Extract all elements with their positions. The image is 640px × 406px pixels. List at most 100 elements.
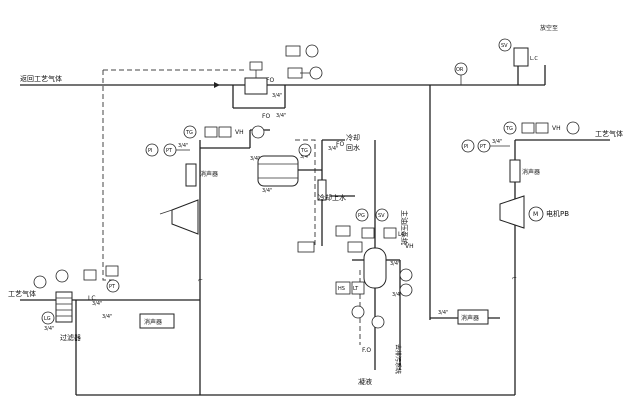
fo-label-mid: FO xyxy=(262,113,270,120)
instrument-bubble-left-inlet-2 xyxy=(55,269,69,283)
pi-label-left: PI xyxy=(148,148,153,154)
vh-label-center: VH xyxy=(405,243,414,250)
cooler-outlet-piece xyxy=(317,179,327,201)
motor-m-label: M xyxy=(533,211,538,218)
sv-instrument-center xyxy=(375,208,389,222)
size-label-bottom-right: 3/4" xyxy=(438,310,448,316)
size-label-left-inlet-3: 3/4" xyxy=(102,314,112,320)
instrument-box-top-1 xyxy=(285,45,301,57)
instrument-box-right-2 xyxy=(535,122,549,134)
process-gas-left-label: 工艺气体 xyxy=(8,289,36,298)
return-gas-header: 返回工艺气体 xyxy=(20,74,545,320)
vh-label-right: VH xyxy=(552,125,561,132)
instrument-bubble-top-2 xyxy=(309,66,323,80)
valve-actuator-icon xyxy=(249,61,263,71)
inlet-filter xyxy=(55,291,73,323)
cooling-supply-label: 冷却上水 xyxy=(318,193,346,202)
inlet-filter-group: 工艺气体 过滤器 PT LG 3/4" 3/4" 3/4" LC 消声器 xyxy=(8,265,515,396)
sv-label-top-right: SV xyxy=(501,43,508,49)
right-drain-mark: ⌐ xyxy=(512,275,517,282)
pi-instrument-left xyxy=(145,143,159,157)
pt-label-left: PT xyxy=(166,148,173,154)
top-right-vent: SV L.C 放空至 xyxy=(498,24,558,85)
lc-label-left-inlet: LC xyxy=(88,295,96,302)
pt-instrument-left-inlet xyxy=(106,279,120,293)
pg-label: PG xyxy=(358,213,365,219)
instrument-box-left-2 xyxy=(218,126,232,138)
bottom-right-silencer xyxy=(457,309,489,325)
gas-cooler xyxy=(257,155,299,187)
pt-label-right: PT xyxy=(480,144,487,150)
lt-instrument xyxy=(351,281,365,295)
instrument-box-center-2 xyxy=(361,227,375,239)
tg-label-right: TG xyxy=(505,126,513,132)
lg-label: LG xyxy=(44,316,51,322)
vh-label-left: VH xyxy=(235,129,244,136)
instrument-box-left-1 xyxy=(204,126,218,138)
pg-instrument xyxy=(355,208,369,222)
bottom-right-silencer-label: 消声器 xyxy=(461,314,479,322)
motor-icon xyxy=(528,206,544,222)
size-label-center-1: 3/4" xyxy=(390,261,400,267)
instrument-bubble-right-3 xyxy=(566,121,580,135)
separator-vessel xyxy=(363,247,387,289)
sv-label-center: SV xyxy=(378,213,385,219)
size-label-left-inlet-2: 3/4" xyxy=(92,301,102,307)
bypass-valve-station: FO 3/4" FO 3/4" xyxy=(232,44,323,120)
sv-instrument-top-right xyxy=(498,38,512,52)
fo-label-low: F.O xyxy=(362,347,371,354)
bottom-left-silencer-label: 消声器 xyxy=(144,318,162,326)
hs-label: HS xyxy=(338,286,345,292)
size-label-cooler-3: 3/4" xyxy=(300,154,310,160)
bottom-right-silencer-group: 消声器 3/4" xyxy=(430,309,500,325)
tg-instrument-left xyxy=(183,125,197,139)
fo-label-top: FO xyxy=(266,77,274,84)
instrument-box-left-inlet-2 xyxy=(105,265,119,277)
instrument-box-left-inlet-1 xyxy=(83,269,97,281)
vent-note: 放空至 xyxy=(540,24,558,32)
lt-label: LT xyxy=(353,286,359,292)
tg-label-cooler: TG xyxy=(300,148,308,154)
instrument-bubble-top-1 xyxy=(305,44,319,58)
process-gas-right-label: 工艺气体 xyxy=(595,129,623,138)
or-instrument: OR xyxy=(454,62,468,85)
bottom-left-silencer xyxy=(139,313,175,329)
instrument-bubble-center-4 xyxy=(371,315,385,329)
instrument-bubble-center-3 xyxy=(351,305,365,319)
cooling-return-label-1: 冷却 xyxy=(346,133,360,142)
instrument-box-center-4 xyxy=(347,241,363,253)
instrument-box-top-2 xyxy=(287,67,303,79)
lc-label-center: LC xyxy=(398,231,406,238)
size-label-left-1: 3/4" xyxy=(178,143,188,149)
lc-label-top-right: L.C xyxy=(530,56,538,62)
main-compressor-label: 主油压系统 xyxy=(400,210,409,245)
fo-label-cooler: FO xyxy=(336,141,344,148)
top-right-valve xyxy=(513,47,529,67)
size-label-right-1: 3/4" xyxy=(492,139,502,145)
cooler: 3/4" 3/4" 3/4" 3/4" FO 冷却 回水 冷却上水 TG xyxy=(250,133,360,253)
left-compressor-train: TG VH PI PT 3/4" 消声器 ⌐ xyxy=(145,125,270,395)
instrument-box-center-1 xyxy=(335,225,351,237)
left-silencer-label: 消声器 xyxy=(200,170,218,178)
instrument-bubble-left-inlet-1 xyxy=(33,275,47,289)
right-silencer-label: 消声器 xyxy=(522,168,540,176)
size-label-top-1: 3/4" xyxy=(272,93,282,99)
size-label-left-inlet-1: 3/4" xyxy=(44,326,54,332)
instrument-bubble-center-1 xyxy=(399,268,413,282)
instrument-bubble-center-2 xyxy=(399,283,413,297)
size-label-cooler-2: 3/4" xyxy=(262,188,272,194)
left-compressor-icon xyxy=(171,199,199,235)
lube-system-label: 去排污系统 xyxy=(394,344,402,374)
or-label: OR xyxy=(456,67,464,73)
return-gas-label: 返回工艺气体 xyxy=(20,74,62,83)
lg-instrument xyxy=(41,311,55,325)
size-label-cooler-4: 3/4" xyxy=(328,146,338,152)
instrument-bubble-left-3 xyxy=(251,125,265,139)
tg-instrument-right xyxy=(503,121,517,135)
filter-label: 过滤器 xyxy=(60,333,81,342)
left-silencer xyxy=(185,163,197,187)
pt-label-left-inlet: PT xyxy=(109,284,116,290)
cooling-return-label-2: 回水 xyxy=(346,143,360,152)
hs-instrument xyxy=(335,281,351,295)
size-label-top-2: 3/4" xyxy=(276,113,286,119)
